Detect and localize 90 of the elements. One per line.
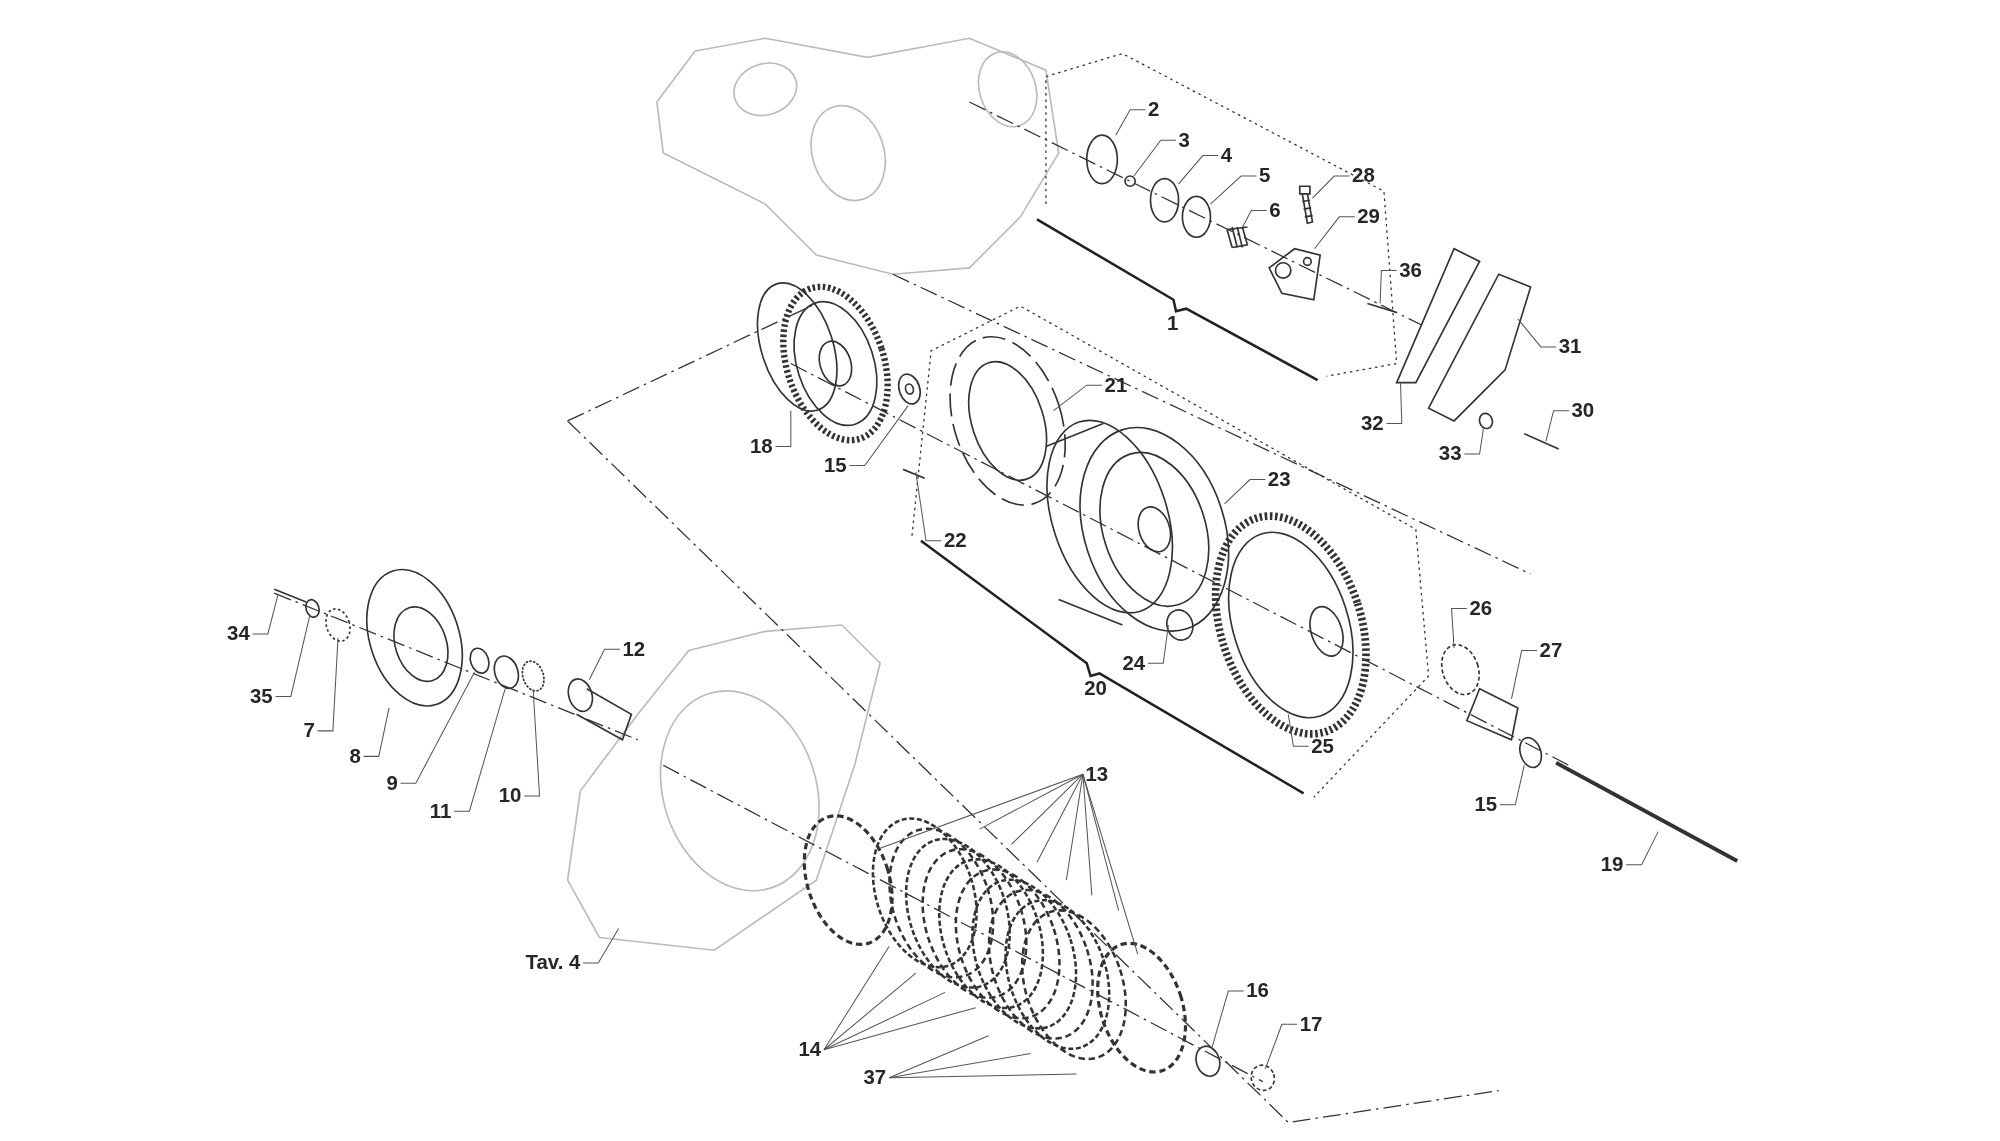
leader-line xyxy=(915,471,942,542)
callout-number: 9 xyxy=(386,771,398,795)
callout-number: 27 xyxy=(1539,639,1563,662)
leader-line xyxy=(363,707,390,757)
callout-number: 31 xyxy=(1558,335,1582,359)
callout-number: Tav. 4 xyxy=(525,951,581,975)
leader-line xyxy=(1010,773,1084,845)
callout-number: 17 xyxy=(1299,1012,1323,1036)
leader-line xyxy=(588,648,621,681)
callout-number: 13 xyxy=(1085,762,1109,786)
callout-number: 3 xyxy=(1178,128,1190,152)
leader-line xyxy=(1242,209,1268,228)
leader-line xyxy=(1510,650,1538,700)
leader-line xyxy=(1209,175,1257,205)
callout-number: 28 xyxy=(1352,164,1375,188)
leader-line xyxy=(1082,773,1139,955)
callout-number: 8 xyxy=(349,744,361,768)
callout-number: 4 xyxy=(1220,144,1232,168)
callout-number: 19 xyxy=(1600,853,1624,877)
leader-line xyxy=(1115,109,1146,136)
caliper-drawing xyxy=(1268,247,1322,301)
callout-number: 2 xyxy=(1147,98,1160,122)
callout-number: 21 xyxy=(1104,373,1128,397)
leader-line xyxy=(1147,624,1169,664)
leader-line xyxy=(1264,1023,1298,1070)
leader-line xyxy=(523,689,541,797)
callout-number: 25 xyxy=(1311,734,1334,758)
callout-number: 20 xyxy=(1084,677,1107,701)
leader-line xyxy=(1082,773,1093,896)
callout-number: 33 xyxy=(1438,442,1462,466)
leader-line xyxy=(849,405,909,467)
leader-line xyxy=(1053,384,1103,412)
ball-drawing xyxy=(1124,175,1137,188)
callout-number: 7 xyxy=(303,719,315,743)
leader-line xyxy=(1224,479,1266,505)
callout-number: 24 xyxy=(1122,651,1146,675)
callout-number: 26 xyxy=(1469,596,1493,620)
leader-line xyxy=(888,1035,990,1079)
leader-line xyxy=(1178,155,1219,185)
leader-line xyxy=(823,1007,977,1051)
leader-line xyxy=(823,972,917,1051)
leader-line xyxy=(879,773,1084,849)
screw-drawing xyxy=(1298,185,1314,225)
callout-number: 23 xyxy=(1267,468,1291,492)
leader-line xyxy=(1517,318,1557,348)
leader-line xyxy=(1287,713,1310,747)
leader-line xyxy=(1036,773,1084,863)
leader-line xyxy=(1313,216,1356,250)
callout-number: 30 xyxy=(1571,399,1595,423)
leader-line xyxy=(1385,382,1403,424)
leader-line xyxy=(1499,764,1525,806)
callout-number: 16 xyxy=(1246,979,1269,1003)
piston-drawing xyxy=(1181,195,1212,239)
callout-number: 35 xyxy=(250,684,273,708)
callout-number: 22 xyxy=(943,529,967,553)
callout-number: 1 xyxy=(1167,312,1179,336)
callout-number: 11 xyxy=(429,799,452,823)
leader-line xyxy=(1211,990,1245,1049)
leader-line xyxy=(1312,175,1350,199)
callout-number: 37 xyxy=(863,1066,887,1090)
callout-number: 15 xyxy=(824,454,847,478)
callout-number: 29 xyxy=(1357,205,1380,229)
spring-drawing xyxy=(1226,226,1249,249)
leader-line xyxy=(275,614,311,697)
ring-drawing xyxy=(1149,177,1180,223)
leader-line xyxy=(1625,831,1659,866)
callout-number: 36 xyxy=(1399,258,1422,282)
callout-number: 6 xyxy=(1269,199,1281,222)
leader-line xyxy=(1463,428,1484,455)
callout-number: 14 xyxy=(798,1038,822,1062)
callout-number: 10 xyxy=(498,784,522,808)
leader-line xyxy=(888,1073,1078,1079)
callout-number: 32 xyxy=(1360,412,1384,435)
leader-line xyxy=(775,410,792,447)
callout-number: 18 xyxy=(750,434,773,458)
leader-line xyxy=(453,688,506,812)
leader-line xyxy=(823,945,890,1051)
leader-line xyxy=(582,928,620,964)
leader-line xyxy=(1379,269,1398,305)
leader-line xyxy=(317,637,339,732)
leader-line xyxy=(400,671,475,784)
leader-line xyxy=(1545,410,1570,442)
ring-drawing xyxy=(1085,134,1119,185)
leader-line xyxy=(1133,139,1177,177)
callout-number: 5 xyxy=(1258,164,1271,188)
callout-number: 34 xyxy=(227,622,250,646)
callout-number: 12 xyxy=(622,637,646,661)
callout-number: 15 xyxy=(1474,793,1498,817)
leader-line xyxy=(252,593,279,635)
leader-line xyxy=(1451,607,1468,649)
